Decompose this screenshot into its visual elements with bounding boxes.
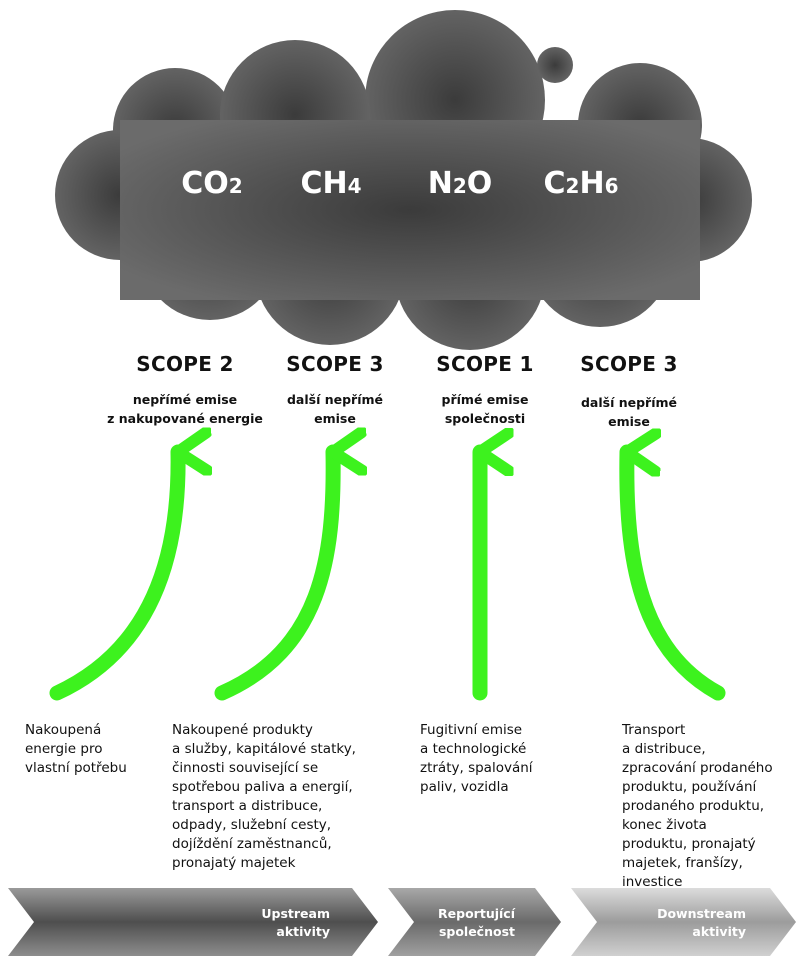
downstream-label: Downstream aktivity	[657, 906, 746, 939]
upstream-label: Upstream aktivity	[261, 906, 330, 939]
scope-subtitle: nepřímé emise z nakupované energie	[107, 392, 263, 426]
gas-formula: CH4	[300, 166, 361, 201]
gas-formula: C2H6	[544, 166, 619, 201]
scope3-upstream-description: Nakoupené produkty a služby, kapitálové …	[172, 722, 356, 871]
scope-title: SCOPE 3	[580, 352, 678, 376]
emission-cloud	[55, 10, 752, 350]
gas-formula: N2O	[428, 166, 493, 201]
scope-title: SCOPE 1	[436, 352, 534, 376]
downstream-band	[571, 888, 796, 956]
scope3-downstream-arrow	[619, 452, 726, 701]
scope3-downstream-description: Transport a distribuce, zpracování proda…	[622, 722, 773, 890]
gas-labels: CO2 CH4 N2O C2H6	[181, 166, 618, 201]
scope2-arrow	[49, 452, 178, 701]
scope3-upstream-arrow	[214, 452, 333, 701]
scope1-description: Fugitivní emise a technologické ztráty, …	[420, 722, 533, 795]
scope-subtitle: další nepřímé emise	[286, 392, 384, 426]
scope-arrows	[49, 452, 726, 701]
scope-title: SCOPE 2	[136, 352, 234, 376]
reporting-company-label: Reportující společnost	[438, 906, 515, 939]
value-chain-bands	[8, 888, 796, 956]
scope2-description: Nakoupená energie pro vlastní potřebu	[25, 722, 127, 776]
scope-subtitle: další nepřímé emise	[580, 395, 678, 429]
reporting-band	[388, 888, 561, 956]
scope-subtitle: přímé emise společnosti	[441, 392, 529, 426]
upstream-band	[8, 888, 378, 956]
scope-title: SCOPE 3	[286, 352, 384, 376]
gas-formula: CO2	[181, 166, 242, 201]
